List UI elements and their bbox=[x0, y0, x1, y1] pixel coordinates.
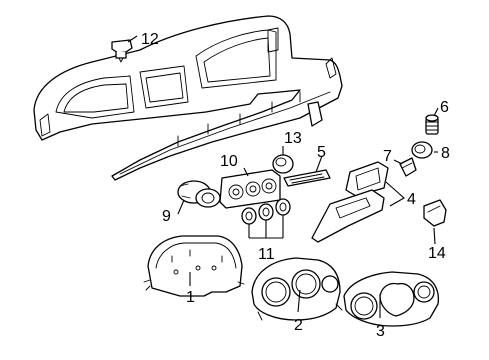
part-8-bulb bbox=[411, 141, 433, 159]
part-14-cover bbox=[423, 199, 447, 227]
part-4-trim-bezels bbox=[311, 161, 389, 243]
part-3-cluster-bezel bbox=[343, 271, 440, 327]
part-10-switch-bezel bbox=[219, 169, 281, 209]
callout-labels: 12 13 10 5 9 11 6 8 7 4 14 1 2 3 bbox=[141, 31, 450, 340]
callout-5: 5 bbox=[317, 144, 326, 161]
instrument-panel-carrier bbox=[33, 15, 343, 181]
callout-13: 13 bbox=[284, 130, 302, 147]
part-7-bulb bbox=[399, 157, 417, 177]
callout-8: 8 bbox=[441, 145, 450, 162]
part-2-cluster-lens bbox=[251, 257, 343, 321]
leader-lines bbox=[127, 35, 439, 318]
callout-10: 10 bbox=[220, 153, 238, 170]
callout-11: 11 bbox=[258, 246, 275, 263]
part-12-clip bbox=[111, 39, 133, 63]
part-1-instrument-cluster bbox=[143, 235, 245, 297]
callout-9: 9 bbox=[162, 208, 171, 225]
part-5-switch-panel bbox=[283, 169, 331, 187]
callout-14: 14 bbox=[428, 245, 446, 262]
callout-2: 2 bbox=[294, 317, 303, 334]
callout-4: 4 bbox=[407, 191, 416, 208]
part-6-lamp-socket bbox=[425, 114, 439, 135]
part-9-headlamp-switch bbox=[177, 180, 221, 208]
callout-12: 12 bbox=[141, 31, 159, 48]
callout-6: 6 bbox=[440, 99, 449, 116]
part-13-knob bbox=[272, 154, 294, 174]
callout-3: 3 bbox=[376, 323, 385, 340]
callout-7: 7 bbox=[383, 148, 392, 165]
callout-1: 1 bbox=[186, 289, 195, 306]
